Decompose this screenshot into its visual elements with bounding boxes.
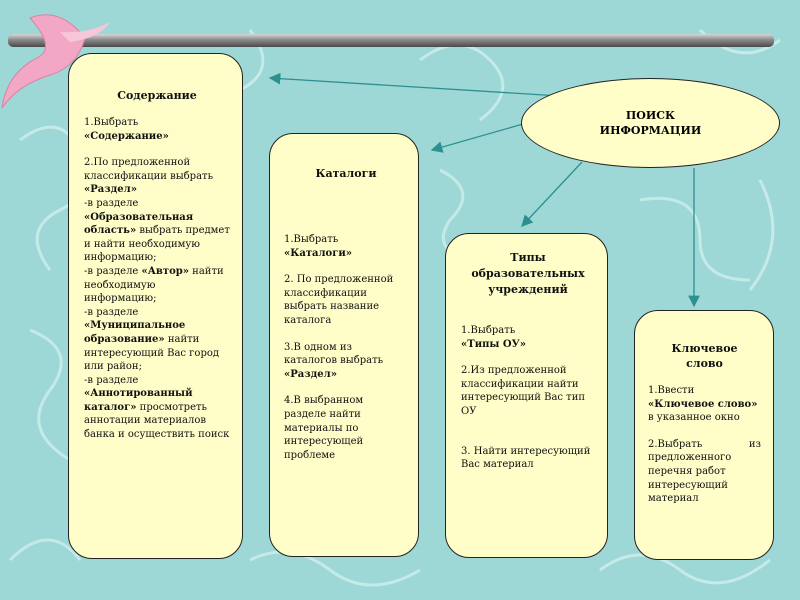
catalogs-step1-label: 1.Выбрать bbox=[284, 233, 408, 247]
school-types-step2: 2.Из предложенной классификации найти ин… bbox=[461, 364, 595, 418]
contents-card: Содержание 1.Выбрать «Содержание» 2.По п… bbox=[68, 53, 243, 559]
catalogs-step1-value: «Каталоги» bbox=[284, 247, 408, 261]
search-title-line2: ИНФОРМАЦИИ bbox=[600, 123, 702, 138]
contents-step1-label: 1.Выбрать bbox=[84, 116, 230, 130]
search-information-node: ПОИСК ИНФОРМАЦИИ bbox=[521, 78, 780, 168]
catalogs-title: Каталоги bbox=[284, 166, 408, 181]
keyword-step2: 2.Выбрать из предложенного перечня работ bbox=[648, 438, 761, 479]
school-types-title-1: Типы bbox=[461, 250, 595, 266]
keyword-card: Ключевое слово 1.Ввести «Ключевое слово»… bbox=[634, 310, 774, 560]
catalogs-step3-label: 3.В одном из каталогов выбрать bbox=[284, 341, 408, 368]
catalogs-step4: 4.В выбранном разделе найти материалы по… bbox=[284, 394, 408, 462]
header-bar bbox=[8, 34, 774, 47]
keyword-step1-desc: в указанное окно bbox=[648, 411, 761, 425]
school-types-card: Типы образовательных учреждений 1.Выбрат… bbox=[445, 233, 608, 558]
catalogs-step2: 2. По предложенной классификации выбрать… bbox=[284, 273, 408, 327]
contents-step2-in-section-2: -в разделе bbox=[84, 266, 142, 277]
contents-step2-in-section-4: -в разделе bbox=[84, 374, 230, 388]
keyword-step1-value: «Ключевое слово» bbox=[648, 398, 761, 412]
arrow-to-school-types bbox=[522, 162, 582, 226]
contents-step2-section: «Раздел» bbox=[84, 183, 230, 197]
contents-step2-text: 2.По предложенной классификации выбрать bbox=[84, 156, 230, 183]
arrow-to-contents bbox=[270, 78, 560, 96]
keyword-title-2: слово bbox=[648, 356, 761, 371]
arrow-to-catalogs bbox=[432, 124, 523, 150]
catalogs-step3-value: «Раздел» bbox=[284, 368, 408, 382]
contents-step2-in-section-3: -в разделе bbox=[84, 306, 230, 320]
school-types-step3: 3. Найти интересующий Вас материал bbox=[461, 445, 595, 472]
contents-step2-in-section-1: -в разделе bbox=[84, 197, 230, 211]
contents-title: Содержание bbox=[84, 88, 230, 103]
contents-step1-value: «Содержание» bbox=[84, 130, 230, 144]
school-types-title-2: образовательных bbox=[461, 266, 595, 282]
school-types-step1-value: «Типы ОУ» bbox=[461, 338, 595, 352]
keyword-step1-label: 1.Ввести bbox=[648, 384, 761, 398]
keyword-step2-end: интересующий материал bbox=[648, 479, 761, 506]
catalogs-card: Каталоги 1.Выбрать «Каталоги» 2. По пред… bbox=[269, 133, 419, 557]
search-title-line1: ПОИСК bbox=[600, 108, 702, 123]
school-types-title-3: учреждений bbox=[461, 282, 595, 298]
school-types-step1-label: 1.Выбрать bbox=[461, 324, 595, 338]
keyword-title-1: Ключевое bbox=[648, 341, 761, 356]
contents-author: «Автор» bbox=[142, 266, 189, 277]
